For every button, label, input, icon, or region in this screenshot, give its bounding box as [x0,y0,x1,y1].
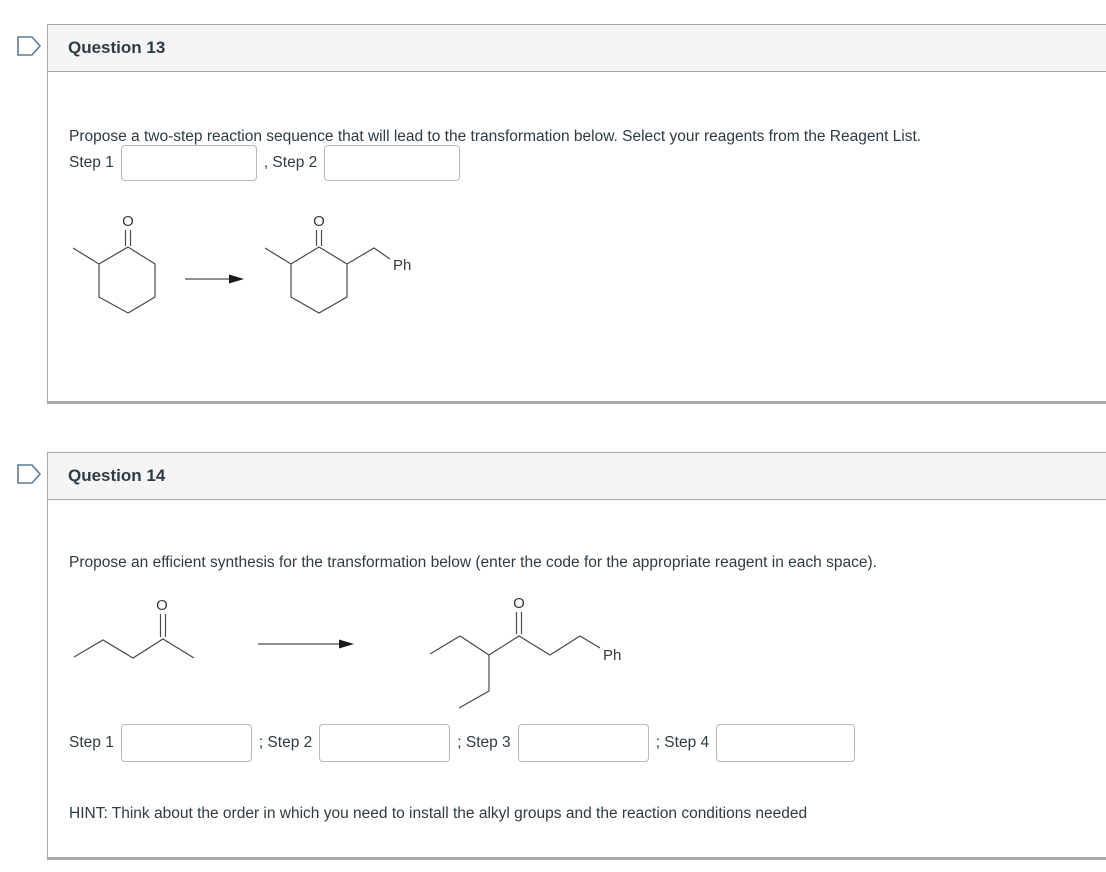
question-13-steps-row: Step 1 , Step 2 [69,145,461,181]
question-13-prompt: Propose a two-step reaction sequence tha… [69,127,922,145]
q14-step2-label: ; Step 2 [258,734,313,751]
q14-reactant-structure: O [73,597,195,659]
question-13-title: Question 13 [68,38,166,57]
q14-step4-input[interactable] [716,724,856,762]
q14-reactant-oxygen-label: O [156,597,168,614]
q13-reaction-arrow [185,274,244,284]
question-13-header: Question 13 [48,25,1106,72]
question-14-hint: HINT: Think about the order in which you… [69,804,808,822]
q14-step4-label: ; Step 4 [655,734,710,751]
q14-step1-label: Step 1 [69,734,114,751]
q14-step1-input[interactable] [120,724,252,762]
question-14-prompt: Propose an efficient synthesis for the t… [69,553,877,571]
question-14-header: Question 14 [48,453,1106,500]
q14-product-structure: O Ph [429,595,621,709]
question-14-steps-row: Step 1 ; Step 2 ; Step 3 ; Step 4 [69,724,856,762]
q13-product-structure: O Ph [264,213,411,314]
q14-product-oxygen-label: O [513,595,525,612]
question-14-card: Question 14 Propose an efficient synthes… [47,452,1106,860]
q13-product-oxygen-label: O [313,213,325,230]
q13-step1-input[interactable] [120,145,257,181]
q13-step2-input[interactable] [324,145,461,181]
question-13-reaction-scheme: O O Ph [72,213,411,314]
question-14-title: Question 14 [68,466,166,485]
question-13-card: Question 13 Propose a two-step reaction … [47,24,1106,404]
question-14-flag-icon[interactable] [17,464,41,484]
q14-product-phenyl-label: Ph [603,647,621,664]
q14-reaction-arrow [258,639,354,649]
q14-step2-input[interactable] [319,724,451,762]
q14-step3-input[interactable] [517,724,649,762]
q13-reactant-oxygen-label: O [122,213,134,230]
q13-step1-label: Step 1 [69,154,114,171]
question-13-flag-icon[interactable] [17,36,41,56]
q14-step3-label: ; Step 3 [457,734,511,751]
q13-step2-label: , Step 2 [263,154,318,171]
question-14-reaction-scheme: O O Ph [73,595,621,709]
q13-product-phenyl-label: Ph [393,257,411,274]
q13-reactant-structure: O [72,213,156,314]
